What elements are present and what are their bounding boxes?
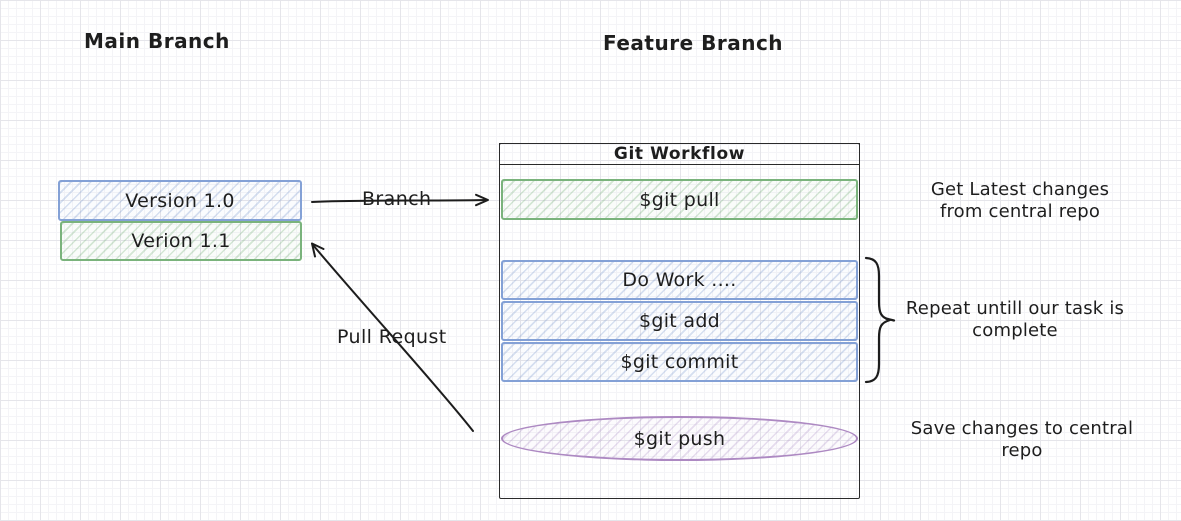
git-pull-box[interactable]: $git pull [501, 179, 858, 220]
git-pull-label: $git pull [639, 188, 720, 211]
feature-branch-title: Feature Branch [603, 31, 784, 55]
save-annotation: Save changes to central repo [910, 418, 1134, 461]
git-add-label: $git add [638, 310, 721, 332]
branch-arrow-label: Branch [362, 188, 432, 210]
version-1-0-label: Version 1.0 [125, 189, 235, 212]
git-workflow-title: Git Workflow [613, 144, 746, 164]
version-1-1-label: Verion 1.1 [131, 230, 231, 252]
get-latest-annotation: Get Latest changes from central repo [930, 179, 1110, 222]
git-push-label: $git push [633, 427, 726, 450]
git-commit-label: $git commit [620, 351, 739, 373]
version-1-0-box[interactable]: Version 1.0 [58, 180, 302, 221]
do-work-box[interactable]: Do Work .... [501, 260, 858, 300]
pull-request-arrow-label: Pull Requst [337, 326, 447, 348]
git-workflow-header[interactable]: Git Workflow [499, 143, 860, 165]
repeat-annotation: Repeat untill our task is complete [905, 298, 1125, 341]
main-branch-title: Main Branch [84, 29, 230, 53]
do-work-label: Do Work .... [622, 269, 737, 291]
git-add-box[interactable]: $git add [501, 301, 858, 341]
git-push-ellipse[interactable]: $git push [501, 416, 858, 461]
git-commit-box[interactable]: $git commit [501, 342, 858, 382]
version-1-1-box[interactable]: Verion 1.1 [60, 221, 302, 261]
